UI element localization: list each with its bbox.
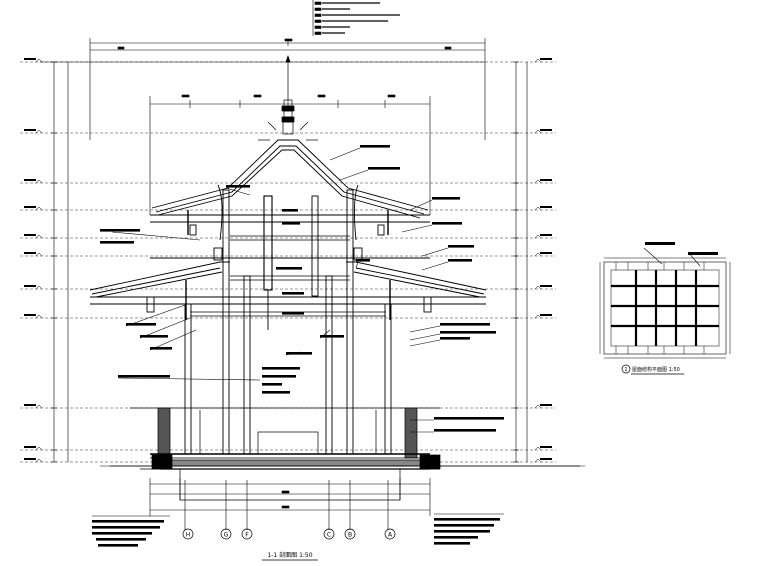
leader-note	[282, 292, 304, 295]
leader-note	[421, 259, 472, 271]
leader-note	[125, 304, 186, 327]
leader-note	[262, 383, 282, 386]
right-elevation-scale	[515, 62, 528, 462]
leader-note	[282, 312, 304, 315]
leader-note	[409, 197, 460, 211]
spec-line	[434, 518, 500, 521]
left-elevation-scale	[40, 61, 485, 462]
leader-note	[409, 331, 496, 341]
level-mark	[20, 314, 556, 319]
axis-bubble-h: H	[182, 528, 194, 540]
axis-bubble-g: G	[220, 528, 232, 540]
axis-bubble-b: B	[344, 528, 356, 540]
axis-bubble-f: F	[241, 528, 253, 540]
leader-note	[282, 222, 300, 225]
leader-note	[276, 267, 302, 270]
leader-note	[410, 429, 496, 433]
leader-note	[262, 391, 290, 394]
detail-plan	[599, 242, 731, 359]
level-mark	[20, 234, 556, 239]
section-title-block: 1-1 剖面图 1:50	[262, 551, 318, 561]
leader-note	[410, 417, 504, 421]
axis-label: A	[388, 532, 393, 539]
leader-note	[149, 329, 197, 351]
leader-note	[100, 229, 201, 241]
level-mark	[20, 446, 556, 451]
spec-line	[434, 524, 494, 527]
spec-line	[96, 538, 146, 541]
leader-note	[329, 145, 390, 161]
leader-note	[409, 323, 490, 333]
leader-note	[282, 209, 298, 212]
leader-note	[262, 375, 296, 378]
axis-bubble-c: C	[323, 528, 335, 540]
spec-line	[98, 544, 138, 547]
detail-marker-circle	[621, 364, 631, 374]
axis-label: H	[186, 532, 191, 539]
spec-line	[434, 530, 490, 533]
leader-note	[100, 241, 134, 244]
beams	[130, 235, 440, 409]
leader-note	[117, 375, 261, 381]
leader-note	[319, 329, 344, 339]
leader-note	[421, 245, 474, 257]
leader-note	[225, 185, 251, 196]
lower-roof	[89, 247, 487, 320]
spec-line	[92, 520, 164, 523]
overall-dimension	[89, 38, 486, 140]
level-mark	[20, 179, 556, 184]
section-title: 1-1 剖面图 1:50	[267, 551, 312, 559]
leader-note	[285, 351, 312, 356]
axis-label: F	[245, 532, 249, 539]
spec-line	[92, 526, 160, 529]
detail-title: 屋面结构平面图 1:50	[632, 366, 680, 373]
level-mark	[20, 404, 556, 409]
podium	[110, 407, 580, 501]
bottom-dimensions	[149, 478, 431, 530]
leader-note	[339, 167, 400, 181]
level-mark	[20, 252, 556, 257]
axis-bubble-a: A	[384, 528, 396, 540]
upper-dimension	[149, 94, 431, 215]
spec-line	[434, 542, 470, 545]
leader-note	[401, 222, 462, 233]
spec-line	[92, 532, 152, 535]
spec-line	[434, 536, 478, 539]
detail-marker-number: 1	[624, 367, 627, 373]
axis-label: B	[348, 532, 352, 539]
detail-title-block: 1 屋面结构平面图 1:50	[621, 364, 684, 375]
top-notes	[312, 0, 400, 36]
detail-grid	[611, 262, 719, 354]
leader-note	[139, 317, 191, 339]
leader-notes	[92, 145, 504, 547]
finial	[258, 54, 318, 141]
level-mark	[20, 285, 556, 290]
axis-label: G	[224, 532, 229, 539]
leader-note	[409, 337, 470, 347]
leader-note	[262, 367, 300, 370]
leader-note	[355, 259, 370, 269]
axis-label: C	[327, 532, 331, 539]
upper-roof	[150, 139, 430, 241]
columns	[184, 189, 392, 455]
level-mark	[20, 129, 556, 134]
